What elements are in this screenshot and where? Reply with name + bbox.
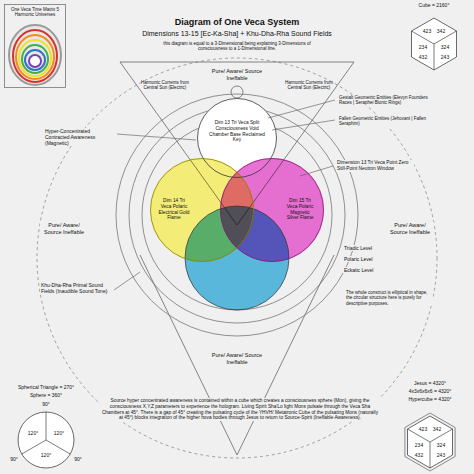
annotation-label: Pure/ Aware/ Source Ineffable [386, 222, 434, 235]
sphere-border [18, 412, 74, 468]
circle-border [198, 99, 277, 178]
time-matrix-ovals [9, 25, 61, 85]
sphere-division [22, 440, 46, 454]
art-stroke [114, 272, 140, 290]
sphere-division [46, 412, 47, 440]
annotation-label: Dimension 13 Tri Veca Point Zero Still-P… [336, 160, 414, 172]
art-stroke [120, 62, 354, 63]
cube-edge [434, 44, 435, 70]
annotation-label: Fallen Geometric Entities (Jehovani | Fa… [338, 116, 433, 127]
annotation-label: this diagram is equal to a 3-Dimensional… [162, 41, 312, 52]
dim15-circle: Dim 15 Tri Veca Polaric Magnetic Silver … [220, 158, 324, 262]
subtitle: Dimensions 13-15 [Ec-Ka-Sha] + Khu-Dha-R… [67, 30, 407, 38]
art-stroke [117, 134, 196, 140]
diagram-title: Diagram of One Veca System [67, 17, 407, 28]
veca-fills [150, 158, 324, 310]
node-value: 120° [26, 430, 40, 436]
node-value: 432 [418, 54, 428, 60]
art-stroke [231, 86, 243, 98]
leader-lines [114, 100, 335, 290]
node-text: Dim 13 Tri Veca Split Consciousness Void… [209, 120, 265, 143]
node-value: 90° [7, 456, 21, 462]
node-value: Sphere = 360° [4, 392, 88, 398]
art-stroke [13, 30, 57, 82]
art-stroke [25, 50, 45, 70]
art-stroke [185, 206, 289, 310]
annotation-label: Pure/ Aware/ Source Ineffable [207, 352, 267, 365]
time-matrix-panel: One Veca Time Matrix 5 Harmonic Universe… [4, 4, 66, 88]
panel-border [5, 5, 66, 88]
hexagon-outer-border [405, 413, 455, 471]
node-text: Dim 15 Tri Veca Polaric Magnetic Silver … [284, 198, 316, 221]
annotation-label: Pure/ Aware/ Source Ineffable [40, 222, 88, 235]
art-stroke [272, 120, 335, 130]
node-value: 234 [418, 44, 428, 50]
node-text: Jesus = 4320° [390, 380, 470, 386]
node-value: 324 [440, 44, 450, 50]
node-value: 90° [71, 456, 85, 462]
cube-hexagon-outline [398, 2, 470, 72]
sphere-triangle: Spherical Triangle = 270° Sphere = 360° 90… [4, 384, 88, 472]
node-value: 342 [432, 426, 442, 432]
dim14-circle: Dim 14 Tri Veca Polaric Electrical Gold … [150, 158, 254, 262]
annotation-label: Polaric Level [343, 256, 393, 262]
node-value: 243 [440, 54, 450, 60]
circle-border [151, 159, 254, 262]
art-stroke [268, 100, 335, 118]
cube-edge [430, 442, 431, 468]
outer-field [37, 58, 437, 458]
annotation-label: Khu-Dha-Rha Primal Sound Fields (Inaudib… [40, 282, 114, 294]
annotation-label: Gestalt Geometric Entities (Elevyn Found… [338, 95, 433, 106]
hypercube-hexagon: Jesus = 4320° 4x3x6x6x6 = 4320° Hypercube … [390, 380, 470, 472]
annotation-label: Pure/ Aware/ Source Ineffable [207, 68, 267, 81]
annotation-label: The whole construct is elliptical in sha… [345, 290, 433, 306]
node-value: 234 [414, 442, 424, 448]
annotation-label: Hyper-Concentrated Contracted Awareness … [44, 128, 116, 146]
node-value: 4x3x6x6x6 = 4320° [390, 388, 470, 394]
annotation-label: Harmonic Currents from Central Sun (Elec… [284, 80, 334, 91]
art-stroke [29, 55, 41, 67]
annotation-label: Harmonic Currents from Central Sun (Elec… [140, 80, 190, 91]
annotation-label: Triadic Level [343, 245, 393, 251]
node-value: 90° [39, 401, 53, 407]
art-stroke [129, 107, 345, 323]
node-value: 342 [436, 28, 446, 34]
node-value: Hypercube = 4320° [390, 396, 470, 402]
level-rings [116, 94, 358, 336]
art-stroke [9, 25, 61, 85]
annotation-label: Source hyper concentrated awareness is c… [100, 398, 380, 421]
teal-circle-outline [185, 206, 289, 310]
source-circle [37, 58, 437, 458]
node-text: Dim 14 Tri Veca Polaric Electrical Gold … [158, 198, 190, 221]
node-text: Cube = 2160° [398, 2, 470, 8]
funnel-lines [120, 62, 354, 455]
art-stroke [300, 166, 333, 176]
annotation-label: Eckatic Level [343, 267, 393, 273]
sphere-division [46, 440, 70, 454]
void-chamber-circle: Dim 13 Tri Veca Split Consciousness Void… [197, 98, 277, 178]
node-value: 243 [436, 452, 446, 458]
art-stroke [22, 45, 48, 73]
node-value: 423 [418, 426, 428, 432]
node-value: 423 [422, 28, 432, 34]
circle-border [221, 159, 324, 262]
node-text: Spherical Triangle = 270° [4, 384, 88, 390]
node-value: 120° [52, 430, 66, 436]
hexagon-border [408, 416, 453, 468]
cube-hexagon: Cube = 2160° 423 342 234 432 324 243 [398, 2, 470, 72]
node-value: 120° [39, 452, 53, 458]
node-value: 432 [414, 452, 424, 458]
art-stroke [16, 35, 54, 79]
node-value: 324 [436, 442, 446, 448]
art-stroke [116, 94, 358, 336]
node-text: One Veca Time Matrix 5 Harmonic Universe… [6, 7, 64, 18]
void-chamber-fill [197, 98, 277, 178]
art-stroke [19, 40, 51, 76]
hexagon-border [412, 18, 457, 70]
